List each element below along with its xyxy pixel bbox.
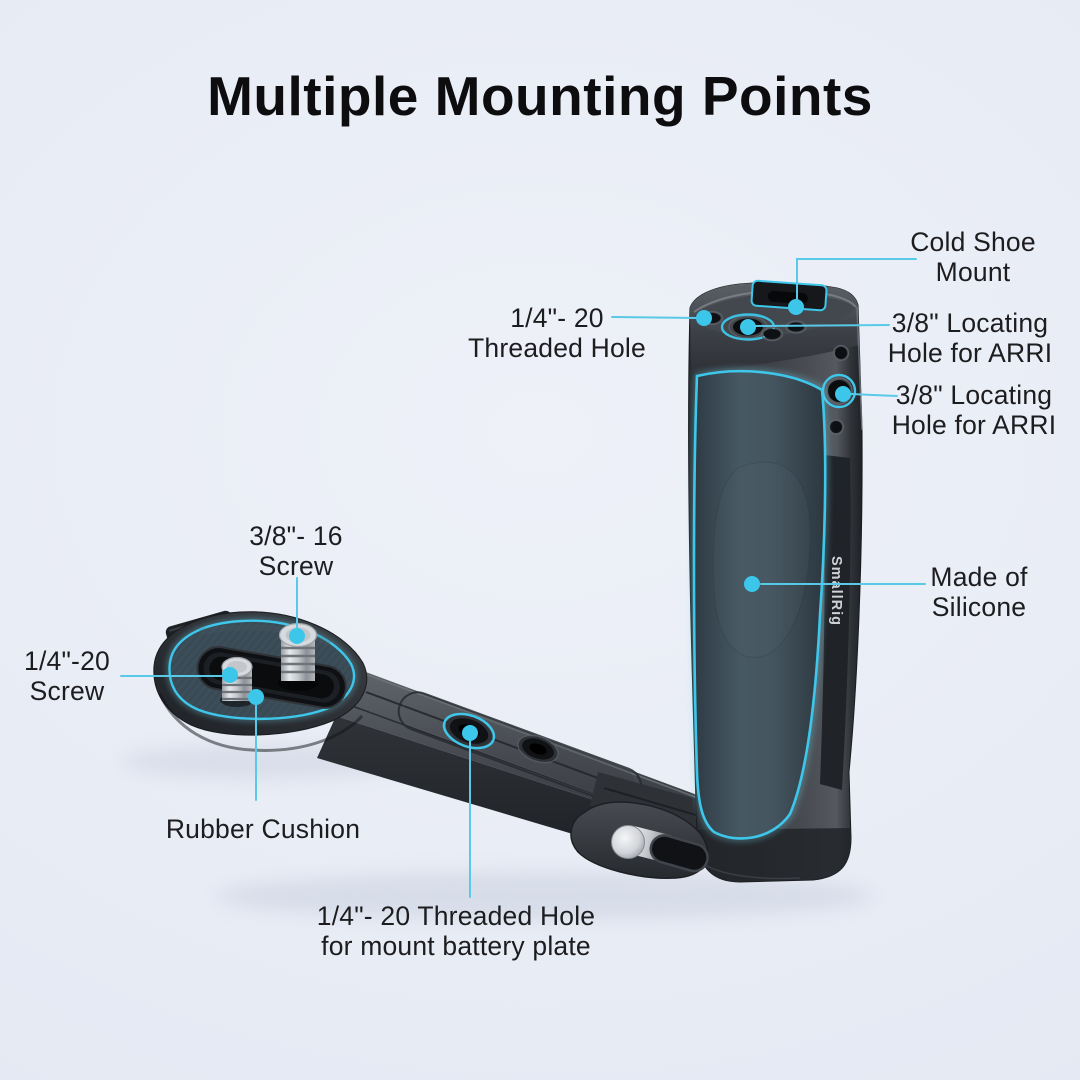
annotation-made-of-silicone: Made of Silicone — [879, 562, 1079, 622]
leader-quarter20-top — [611, 310, 712, 326]
annotation-rubber-cushion: Rubber Cushion — [143, 814, 383, 844]
annotation-line: Screw — [29, 676, 105, 706]
arm-threaded-hole-2 — [517, 734, 559, 764]
leader-rubber — [248, 689, 264, 801]
leader-cold-shoe — [788, 258, 917, 315]
annotation-screw-14-20: 1/4"-20 Screw — [0, 646, 134, 706]
annotation-line: Hole for ARRI — [887, 338, 1053, 368]
annotation-line: 1/4"- 20 Threaded Hole — [316, 901, 596, 931]
leader-battery — [462, 725, 478, 898]
callout-dot-quarter20-top — [696, 310, 712, 326]
annotation-line: Cold Shoe — [910, 227, 1036, 257]
annotation-screw-38-16: 3/8"- 16 Screw — [196, 521, 396, 581]
annotation-line: Screw — [258, 551, 334, 581]
annotation-line: Threaded Hole — [468, 333, 646, 363]
callout-dot-screw14 — [222, 667, 238, 683]
annotation-line: 1/4"- 20 — [510, 303, 604, 333]
annotation-line: 3/8"- 16 — [249, 521, 343, 551]
lobe-slot — [649, 834, 709, 873]
callout-dot-rubber — [248, 689, 264, 705]
annotation-line: Made of — [930, 562, 1028, 592]
annotation-arri-hole-side: 3/8" Locating Hole for ARRI — [854, 380, 1080, 440]
grip-thumb-recess — [712, 461, 812, 659]
leader-arri-side — [835, 386, 898, 402]
leader-screw14 — [120, 667, 238, 683]
callout-dot-battery — [462, 725, 478, 741]
leader-screw38 — [289, 577, 305, 644]
brand-text: SmallRig — [828, 556, 844, 626]
leader-silicone — [744, 576, 926, 592]
annotation-cold-shoe-mount: Cold Shoe Mount — [873, 227, 1073, 287]
silicone-grip — [692, 369, 827, 840]
callout-dot-screw38 — [289, 628, 305, 644]
callout-dot-silicone — [744, 576, 760, 592]
page-title: Multiple Mounting Points — [207, 65, 873, 127]
leader-lines — [120, 258, 926, 898]
annotation-line: Hole for ARRI — [891, 410, 1057, 440]
handle: SmallRig — [688, 279, 863, 883]
leader-arri-top — [740, 319, 890, 335]
callout-dot-arri-top — [740, 319, 756, 335]
annotation-line: Silicone — [931, 592, 1027, 622]
pivot-pin — [611, 825, 645, 859]
annotation-arri-hole-top: 3/8" Locating Hole for ARRI — [850, 308, 1080, 368]
annotation-quarter20-threaded-hole: 1/4"- 20 Threaded Hole — [437, 303, 677, 363]
annotation-battery-plate-hole: 1/4"- 20 Threaded Hole for mount battery… — [296, 901, 616, 961]
callout-dot-arri-side — [835, 386, 851, 402]
annotation-line: 3/8" Locating — [895, 380, 1053, 410]
annotation-line: Rubber Cushion — [165, 814, 361, 844]
annotation-line: Mount — [935, 257, 1011, 287]
mounting-pad — [153, 610, 368, 752]
annotation-line: 1/4"-20 — [24, 646, 110, 676]
pivot-lobe — [570, 801, 709, 879]
annotation-line: 3/8" Locating — [891, 308, 1049, 338]
annotation-line: for mount battery plate — [321, 931, 591, 961]
callout-dot-cold-shoe — [788, 299, 804, 315]
